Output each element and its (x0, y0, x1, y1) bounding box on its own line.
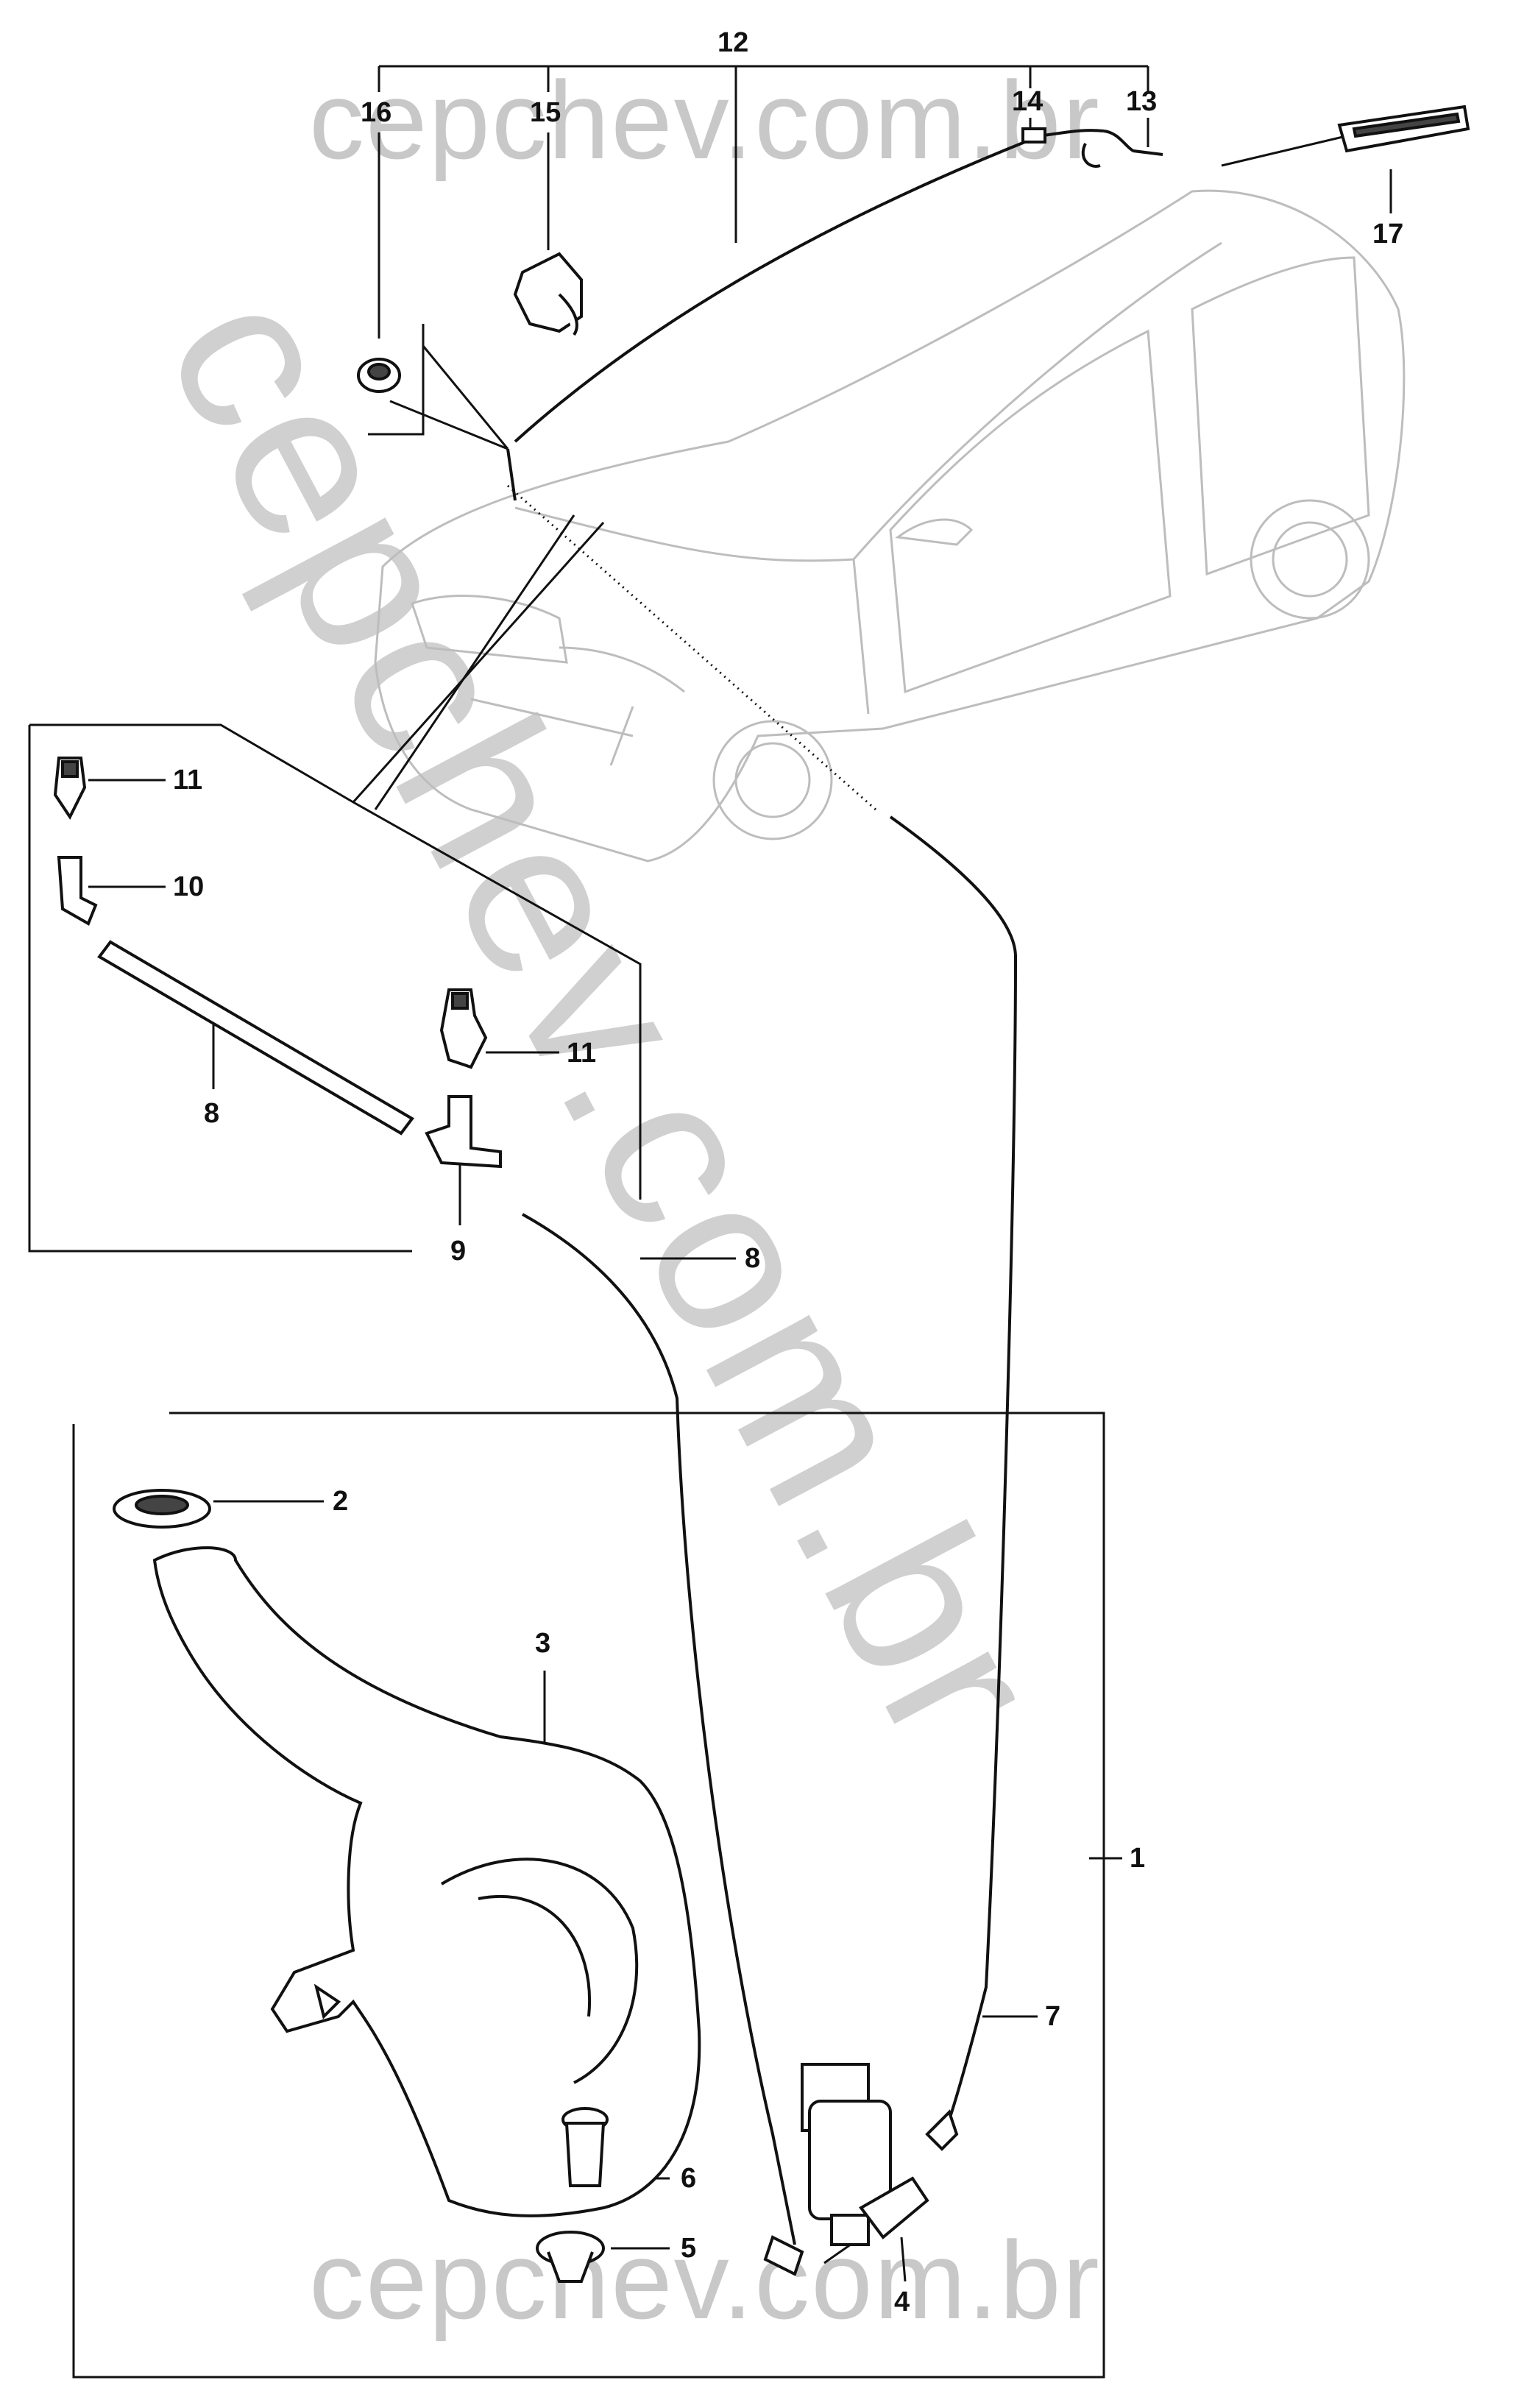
callouts: 12 16 15 14 13 17 11 10 8 11 9 8 2 3 1 7… (173, 27, 1403, 2317)
callout-8-right: 8 (745, 1243, 760, 1274)
callout-11-top: 11 (173, 765, 202, 796)
watermark-bottom: cepchev.com.br (309, 2218, 1101, 2342)
part-2-cap (113, 1489, 211, 1529)
callout-1: 1 (1130, 1843, 1145, 1874)
callout-12: 12 (717, 27, 748, 58)
callout-17: 17 (1372, 219, 1403, 249)
part-5-seal (536, 2231, 605, 2283)
part-15-clip (513, 252, 583, 336)
part-13-elbow (1081, 143, 1101, 168)
part-10-elbow (57, 856, 98, 926)
callout-7: 7 (1045, 2001, 1060, 2032)
car-outline (374, 189, 1406, 863)
callout-15: 15 (530, 97, 561, 128)
part-3-reservoir (152, 1546, 701, 2217)
callout-11-middle: 11 (567, 1038, 596, 1069)
part-17-nozzle (1337, 105, 1470, 153)
hoses (97, 129, 1163, 2276)
part-4-pump (801, 2063, 929, 2246)
part-14-connector (1021, 127, 1046, 144)
part-9-t-connector (425, 1095, 502, 1169)
callout-9: 9 (450, 1236, 466, 1267)
part-11-nozzle-top (53, 757, 87, 820)
watermark-top: cepchev.com.br (309, 58, 1101, 182)
watermark-diagonal: cepchev.com.br (119, 252, 1091, 1785)
callout-5: 5 (681, 2233, 696, 2264)
callout-6: 6 (681, 2163, 696, 2194)
callout-10: 10 (173, 871, 204, 902)
callout-14: 14 (1012, 86, 1043, 117)
part-16-grommet (357, 358, 401, 393)
part-6-filter (561, 2107, 609, 2187)
callout-13: 13 (1126, 86, 1157, 117)
callout-3: 3 (535, 1628, 550, 1659)
callout-8-left: 8 (204, 1098, 219, 1129)
callout-2: 2 (333, 1486, 348, 1517)
callout-4: 4 (894, 2287, 910, 2317)
part-11-nozzle-middle (439, 988, 488, 1069)
callout-16: 16 (361, 97, 391, 128)
leader-lines (28, 65, 1392, 2379)
